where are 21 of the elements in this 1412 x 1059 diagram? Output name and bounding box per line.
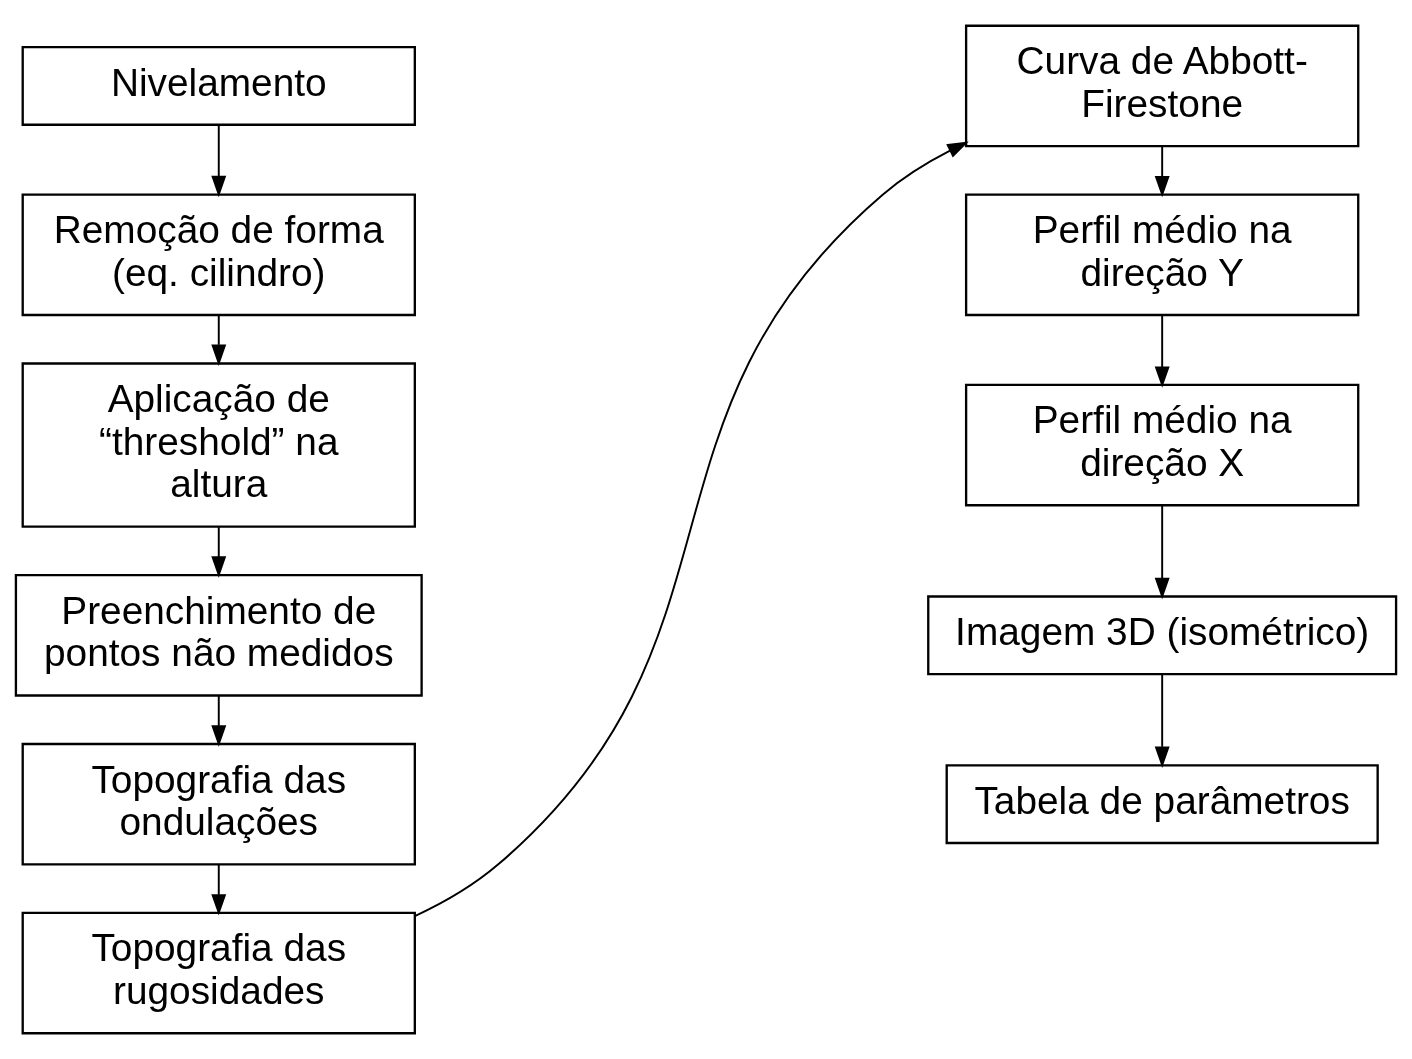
arrow <box>1154 504 1170 600</box>
node-box: Preenchimento de pontos não medidos <box>14 573 423 697</box>
arrow <box>413 141 969 918</box>
node-box: Curva de Abbott-Firestone <box>964 24 1360 148</box>
node-box: Aplicação de “threshold” na altura <box>21 362 416 528</box>
arrow <box>211 526 227 578</box>
arrow <box>1154 314 1170 388</box>
node-box: Remoção de forma (eq. cilindro) <box>21 193 416 317</box>
arrow <box>1154 145 1170 198</box>
arrow <box>211 314 227 366</box>
arrow <box>1154 673 1170 768</box>
node-box: Nivelamento <box>21 45 416 126</box>
node-box: Topografia das rugosidades <box>21 911 416 1035</box>
arrow <box>211 863 227 916</box>
arrow <box>211 694 227 747</box>
node-box: Perfil médio na direção Y <box>964 193 1360 317</box>
node-box: Tabela de parâmetros <box>945 764 1379 845</box>
node-box: Topografia das ondulações <box>21 742 416 866</box>
node-box: Perfil médio na direção X <box>964 383 1360 507</box>
node-box: Imagem 3D (isométrico) <box>927 595 1398 676</box>
arrow <box>211 124 227 198</box>
